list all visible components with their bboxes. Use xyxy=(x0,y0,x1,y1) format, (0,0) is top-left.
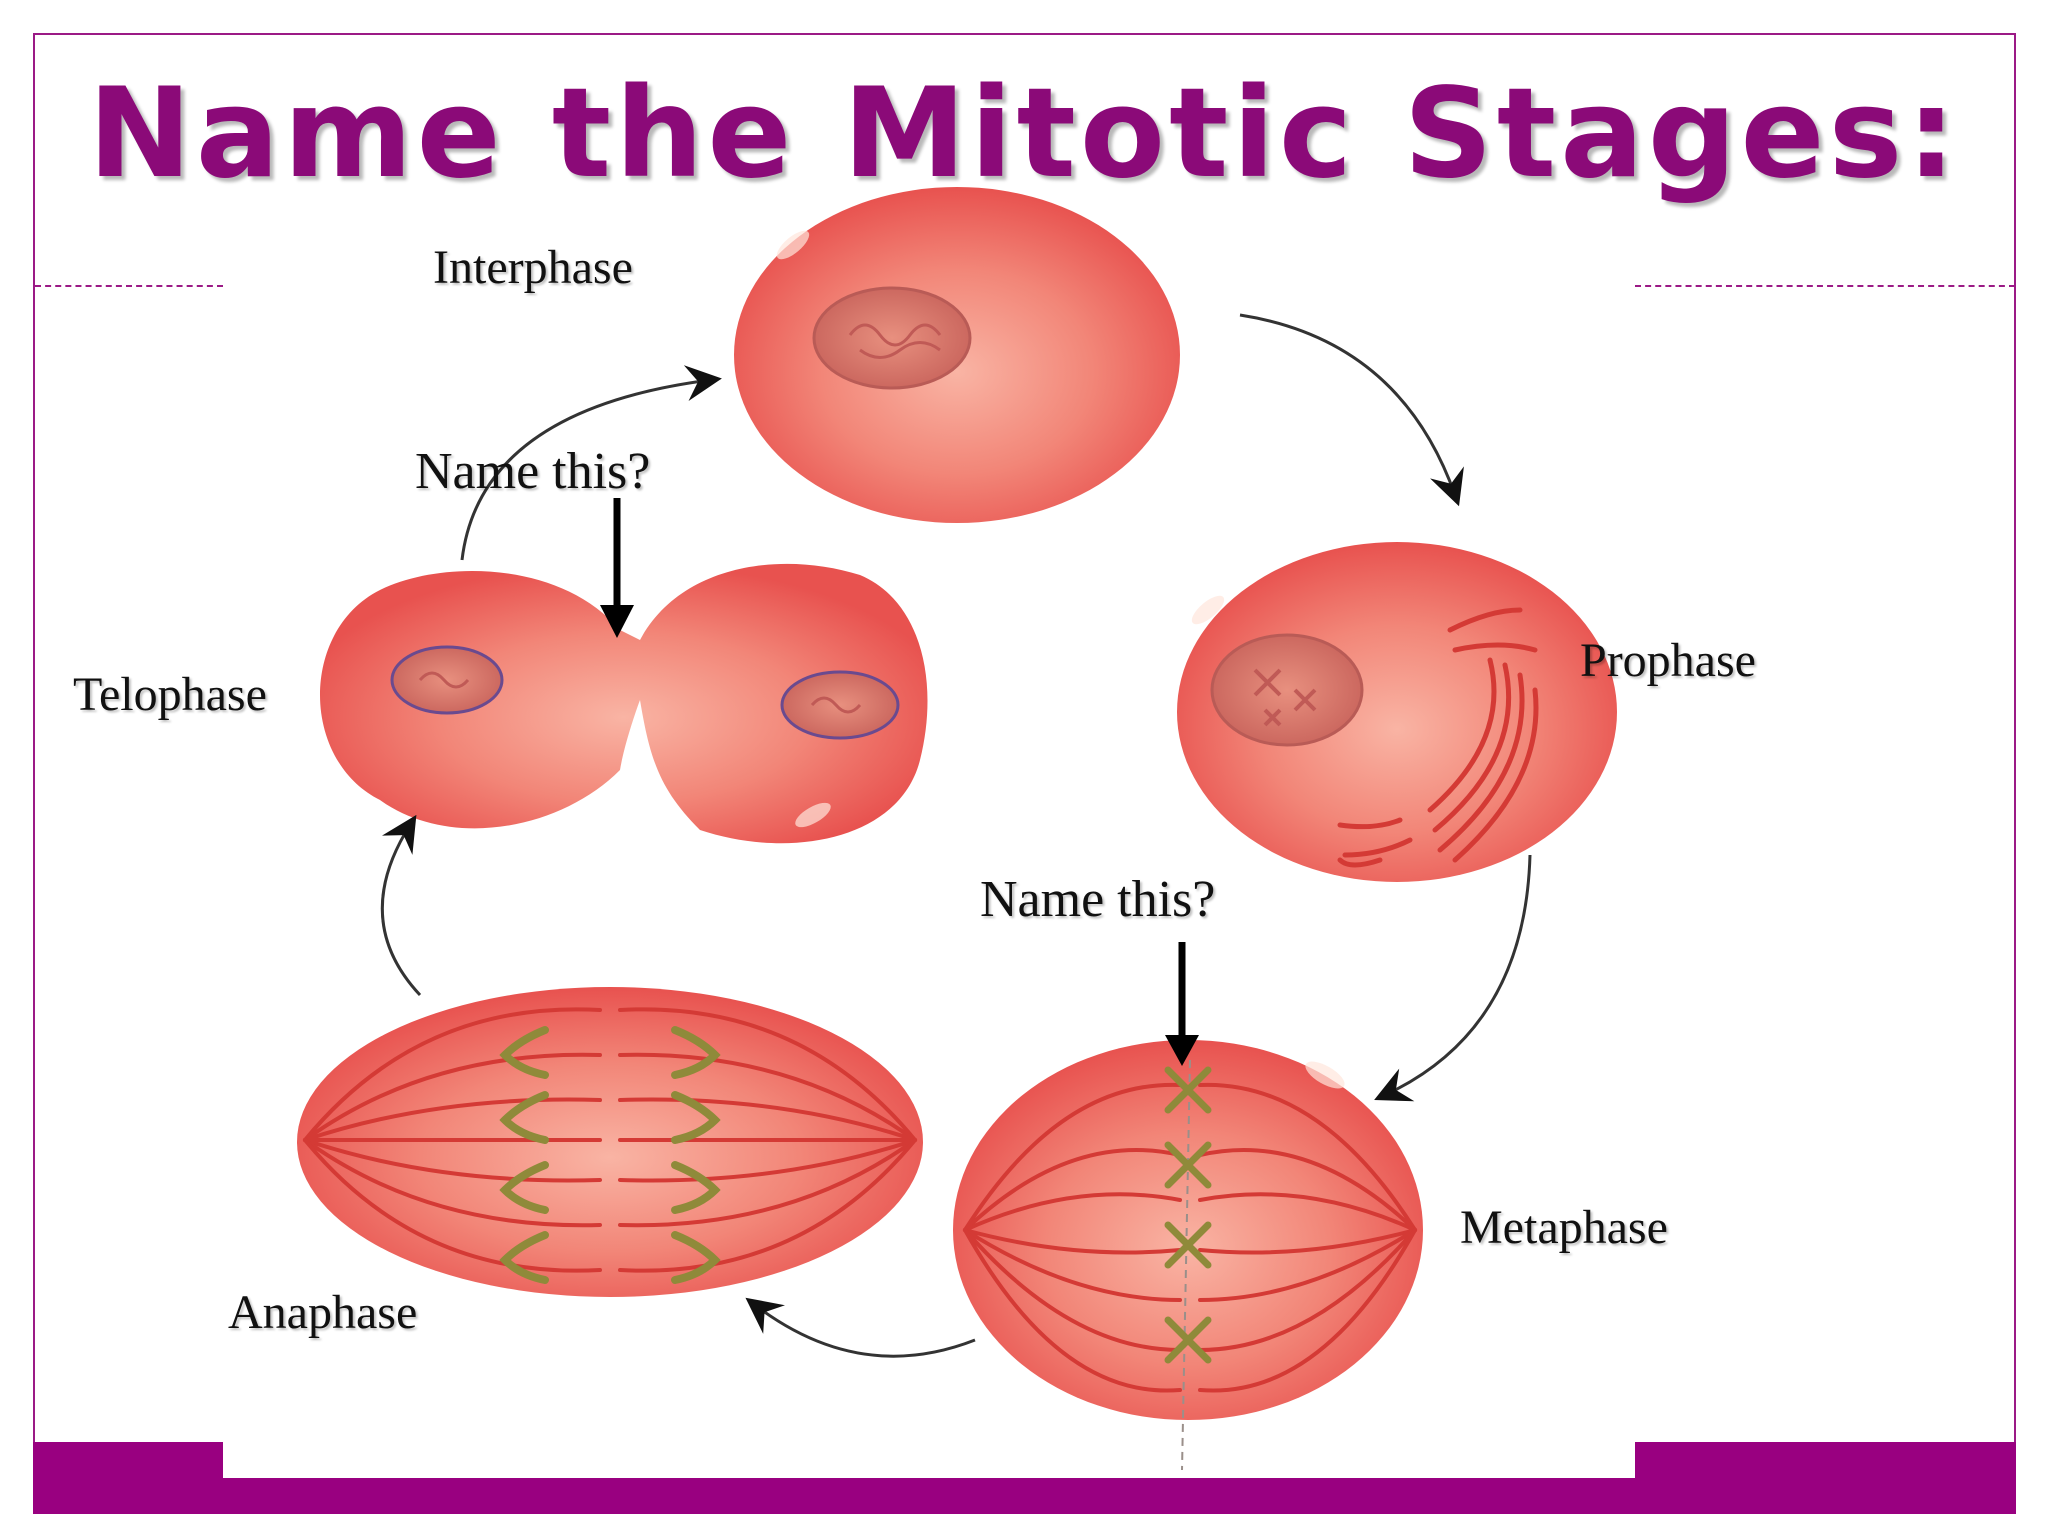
label-telophase: Telophase xyxy=(73,668,267,721)
telophase-nucleus-right xyxy=(780,670,900,740)
label-metaphase: Metaphase xyxy=(1460,1201,1668,1254)
prophase-nucleus xyxy=(1210,633,1364,747)
label-interphase: Interphase xyxy=(433,241,633,294)
interphase-cell xyxy=(734,187,1180,523)
question-label-top: Name this? xyxy=(415,443,651,500)
question-label-bottom: Name this? xyxy=(980,871,1216,928)
arrow-interphase-to-prophase xyxy=(1239,313,1464,507)
footer-bar xyxy=(33,1478,2016,1514)
footer-bar-left xyxy=(33,1442,223,1482)
arrow-metaphase-to-anaphase xyxy=(745,1297,976,1358)
dashed-rule-right xyxy=(1635,285,2015,287)
arrow-prophase-to-metaphase xyxy=(1374,854,1532,1102)
footer-bar-right xyxy=(1635,1442,2016,1482)
label-anaphase: Anaphase xyxy=(228,1286,418,1339)
metaphase-plate xyxy=(1181,1059,1191,1471)
telophase-nucleus-left xyxy=(390,645,504,715)
slide-title: Name the Mitotic Stages: xyxy=(87,62,1961,206)
question-pointers xyxy=(600,498,1199,1066)
metaphase-cell xyxy=(953,1040,1423,1471)
arrow-telophase-to-interphase xyxy=(460,365,722,561)
prophase-cell xyxy=(1177,542,1617,882)
dashed-rule-left xyxy=(35,285,223,287)
label-prophase: Prophase xyxy=(1580,634,1756,687)
anaphase-cell xyxy=(297,987,923,1297)
interphase-nucleus xyxy=(812,286,972,390)
arrow-anaphase-to-telophase xyxy=(380,814,422,997)
telophase-cell xyxy=(320,563,928,844)
cycle-arrows xyxy=(380,313,1532,1358)
